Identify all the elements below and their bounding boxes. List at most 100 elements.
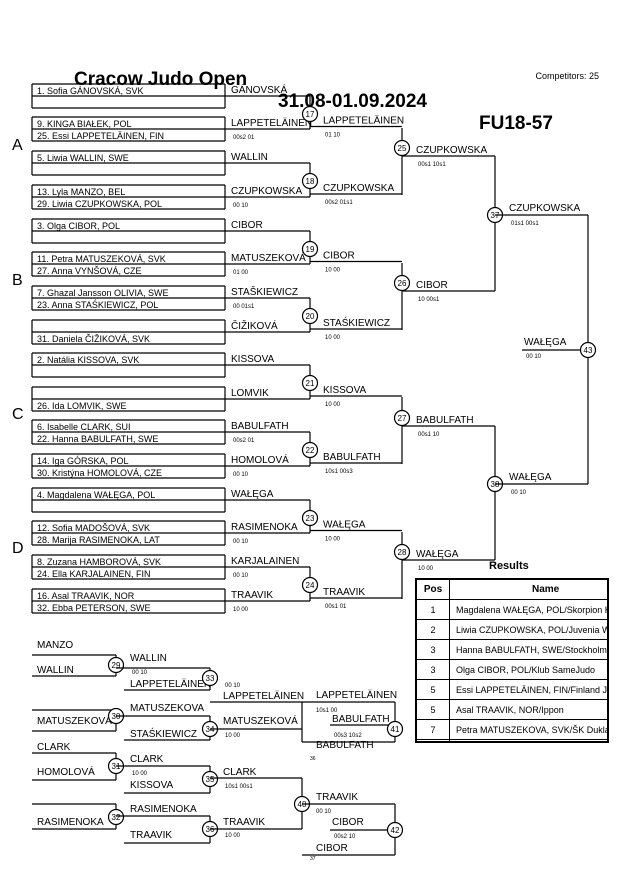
round1-winner: CZUPKOWSKA <box>231 186 302 197</box>
rep-note: 36 <box>310 756 316 762</box>
round2-match-circle <box>301 105 319 123</box>
rep-score: 00 10 <box>316 809 332 815</box>
rep-entry: MATUSZEKOVÁ <box>37 714 112 727</box>
rep-entry: TRAAVIK <box>130 830 172 841</box>
round3-score: 10 00 <box>418 566 434 572</box>
round2-score: 00s2 01s1 <box>325 200 353 206</box>
entry-name: 31. Daniela ČIŽIKOVÁ, SVK <box>37 334 150 344</box>
result-name: Petra MATUSZEKOVA, SVK/ŠK Dukla <box>449 719 607 740</box>
result-position: 5 <box>417 699 450 720</box>
entry-name: 1. Sofia GÁNOVSKÁ, SVK <box>37 86 144 96</box>
pool-letter: B <box>12 272 23 289</box>
rep-score: 10s1 00 <box>316 708 338 714</box>
round2-match-number: 21 <box>306 379 315 388</box>
semi-winner: WAŁĘGA <box>509 472 552 483</box>
rep-winner: LAPPETELÄINEN <box>316 689 397 701</box>
round1-winner: RASIMENOKA <box>231 522 298 533</box>
round1-winner: HOMOLOVÁ <box>231 453 289 466</box>
entry-name: 16. Asal TRAAVIK, NOR <box>37 591 135 601</box>
result-name: Isabelle CLARK, SUI/Judo Morges-Nyon <box>449 739 607 741</box>
event-dates: 31.08-01.09.2024 <box>278 91 427 112</box>
rep-winner: TRAAVIK <box>223 817 265 828</box>
entry-name: 7. Ghazal Jansson OLIVIA, SWE <box>37 288 169 298</box>
results-header-pos: Pos <box>417 580 450 600</box>
rep-winner: CLARK <box>223 767 257 778</box>
round1-winner: WALLIN <box>231 152 268 163</box>
final-winner: WAŁĘGA <box>524 337 567 348</box>
round1-score: 00 10 <box>233 539 249 545</box>
entry-name: 26. Ida LOMVIK, SWE <box>37 401 127 411</box>
round2-winner: STAŚKIEWICZ <box>323 316 390 329</box>
rep-match-number: 33 <box>206 674 215 683</box>
rep-entry: WALLIN <box>37 665 74 676</box>
result-position: 2 <box>417 619 450 640</box>
rep-entry: STAŚKIEWICZ <box>130 727 197 740</box>
entry-name: 9. KINGA BIAŁEK, POL <box>37 119 132 129</box>
rep-match-circle <box>201 770 219 788</box>
semi-winner: CZUPKOWSKA <box>509 203 580 214</box>
round2-match-number: 22 <box>306 446 315 455</box>
round1-winner: GÁNOVSKÁ <box>231 83 287 96</box>
entry-name: 24. Ella KARJALAINEN, FIN <box>37 569 151 579</box>
round3-match-number: 26 <box>398 279 407 288</box>
rep-entry: CLARK <box>37 742 71 753</box>
round2-score: 10 00 <box>325 335 341 341</box>
entry-name: 14. Iga GÓRSKA, POL <box>37 456 129 466</box>
rep-match-number: 35 <box>206 775 215 784</box>
rep-winner: LAPPETELÄINEN <box>223 690 304 702</box>
rep-winner: CIBOR <box>316 843 348 854</box>
round2-match-number: 19 <box>306 245 315 254</box>
round2-match-number: 24 <box>306 581 315 590</box>
round2-winner: CZUPKOWSKA <box>323 183 394 194</box>
results-row: 7Isabelle CLARK, SUI/Judo Morges-Nyon <box>417 739 607 741</box>
round2-match-circle <box>301 441 319 459</box>
round2-score: 10 00 <box>325 402 341 408</box>
rep-score: 00s3 10s2 <box>334 733 362 739</box>
round3-score: 00s1 10 <box>418 432 440 438</box>
entry-name: 13. Lyla MANZO, BEL <box>37 187 125 197</box>
competitor-count: Competitors: 25 <box>535 71 599 81</box>
rep-match-circle <box>386 720 404 738</box>
round1-winner: LOMVIK <box>231 388 269 399</box>
entry-name: 4. Magdalena WAŁĘGA, POL <box>37 490 155 500</box>
round1-score: 00 10 <box>233 573 249 579</box>
result-position: 7 <box>417 719 450 740</box>
result-position: 7 <box>417 739 450 741</box>
rep-entry: LAPPETELÄINEN <box>130 678 211 690</box>
result-name: Olga CIBOR, POL/Klub SameJudo <box>449 659 607 680</box>
entry-name: 11. Petra MATUSZEKOVÁ, SVK <box>37 254 166 264</box>
round2-match-number: 18 <box>306 177 315 186</box>
rep-entry: KISSOVA <box>130 780 173 791</box>
round2-match-circle <box>301 576 319 594</box>
rep-match-circle <box>107 656 125 674</box>
rep-winner: RASIMENOKA <box>130 804 197 815</box>
rep-entry: MANZO <box>37 640 73 651</box>
rep-score: 10 00 <box>225 833 241 839</box>
rep-score: 00 10 <box>132 670 148 676</box>
round2-match-number: 17 <box>306 110 315 119</box>
round2-winner: WAŁĘGA <box>323 520 366 531</box>
round2-winner: CIBOR <box>323 251 355 262</box>
result-name: Liwia CZUPKOWSKA, POL/Juvenia Wrocław <box>449 619 607 640</box>
final-match-circle <box>579 341 597 359</box>
round3-score: 00s1 10s1 <box>418 162 446 168</box>
entry-name: 6. Isabelle CLARK, SUI <box>37 422 131 432</box>
round3-winner: BABULFATH <box>416 415 474 426</box>
round3-match-number: 27 <box>398 414 407 423</box>
result-position: 1 <box>417 599 450 620</box>
rep-note: 37 <box>310 856 316 862</box>
final-match-number: 43 <box>584 346 593 355</box>
pool-letter: C <box>12 406 24 423</box>
semi-score: 01s1 00s1 <box>511 221 539 227</box>
round2-score: 10 00 <box>325 268 341 274</box>
result-name: Magdalena WAŁĘGA, POL/Skorpion Kraków <box>449 599 607 620</box>
round1-score: 00 10 <box>233 472 249 478</box>
rep-winner: MATUSZEKOVÁ <box>223 714 298 727</box>
round2-score: 10s1 00s3 <box>325 469 353 475</box>
result-position: 3 <box>417 639 450 660</box>
rep-match-circle <box>107 808 125 826</box>
